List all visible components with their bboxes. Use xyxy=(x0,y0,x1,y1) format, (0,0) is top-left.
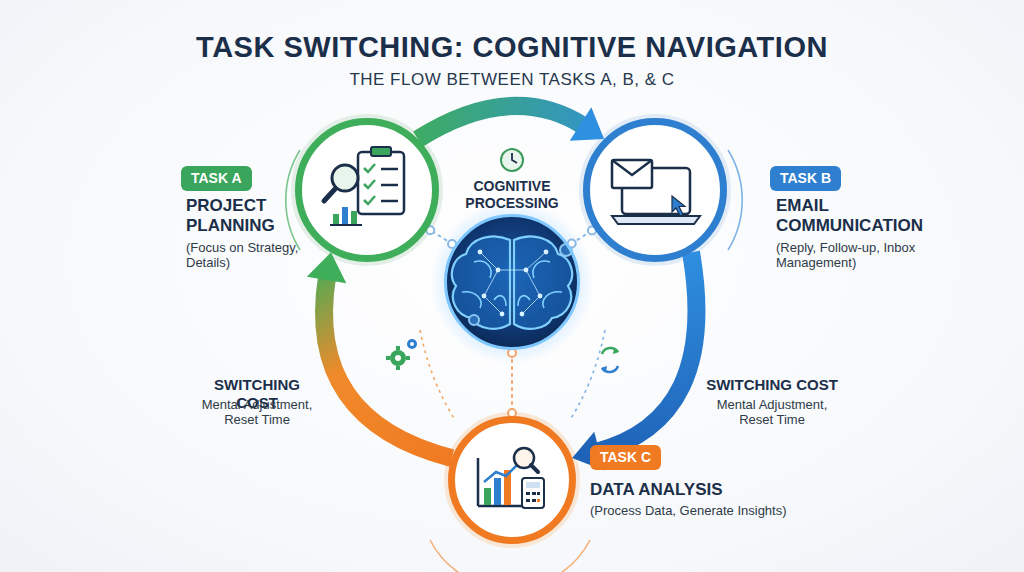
diagram-title: TASK SWITCHING: COGNITIVE NAVIGATION xyxy=(0,30,1024,64)
connector xyxy=(418,106,604,141)
task-circle: TASK APROJECT PLANNING(Focus on Strategy… xyxy=(295,118,439,262)
gear-icon xyxy=(386,339,417,370)
task-detail: (Focus on Strategy, Details) xyxy=(186,240,304,271)
cost-heading: SWITCHING COST xyxy=(702,376,842,394)
flow-arrow xyxy=(418,106,584,139)
dotted-link xyxy=(511,353,513,413)
connector xyxy=(307,252,452,458)
flow-arrow xyxy=(595,252,696,452)
refresh-icon xyxy=(601,348,619,372)
task-name: PROJECT PLANNING xyxy=(186,196,296,236)
link-dot xyxy=(426,226,434,234)
task-circle: TASK BEMAIL COMMUNICATION(Reply, Follow-… xyxy=(583,118,727,262)
connector xyxy=(508,349,516,417)
connector xyxy=(568,227,596,248)
arrow-head xyxy=(570,107,604,141)
task-detail: (Reply, Follow-up, Inbox Management) xyxy=(776,240,926,271)
flow-arc xyxy=(286,102,742,572)
subtitle: THE FLOW BETWEEN TASKS A, B, & C xyxy=(0,70,1024,90)
clock-icon xyxy=(501,149,523,171)
flow-arrow xyxy=(324,276,452,458)
center-label: COGNITIVE PROCESSING xyxy=(447,178,577,211)
task-tag: TASK C xyxy=(590,445,661,470)
analysis-icon xyxy=(478,448,544,508)
email-icon xyxy=(612,160,700,224)
task-circle: TASK CDATA ANALYSIS(Process Data, Genera… xyxy=(448,416,576,544)
cost-note: Mental Adjustment, Reset Time xyxy=(192,397,322,428)
brain-illustration xyxy=(452,236,572,328)
task-detail: (Process Data, Generate Insights) xyxy=(590,503,840,518)
task-tag: TASK A xyxy=(181,166,252,191)
task-tag: TASK B xyxy=(770,166,841,191)
brain-circle: COGNITIVE PROCESSING xyxy=(444,214,580,350)
planning-icon xyxy=(324,147,404,225)
link-dot xyxy=(588,227,596,235)
link-dot xyxy=(448,240,456,248)
link-dot xyxy=(568,240,576,248)
connector xyxy=(572,252,696,470)
link-dot xyxy=(508,349,516,357)
task-name: EMAIL COMMUNICATION xyxy=(776,196,926,236)
cost-note: Mental Adjustment, Reset Time xyxy=(702,397,842,428)
connector xyxy=(426,226,456,248)
task-name: DATA ANALYSIS xyxy=(590,480,810,500)
